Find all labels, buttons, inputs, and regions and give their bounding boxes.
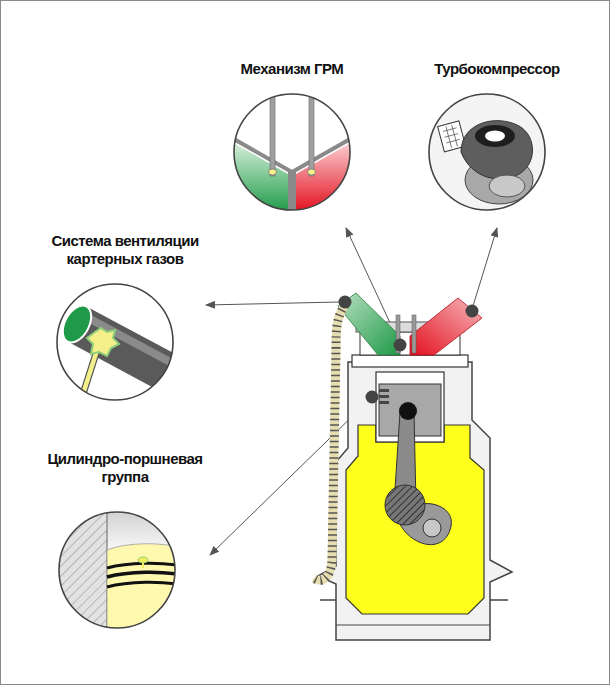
valve-stem (309, 92, 314, 176)
detail-art (55, 282, 185, 402)
circle-outline (234, 94, 350, 210)
piston-ring (107, 563, 182, 568)
deposit-drip (142, 563, 144, 568)
circle-outline (429, 94, 545, 210)
leader-arrow (473, 228, 497, 306)
magnified-view: Турбокомпрессор (412, 60, 582, 220)
pointer-dot (394, 339, 407, 352)
intake-port (338, 293, 400, 355)
piston-ring (379, 395, 389, 398)
turbo-background (427, 92, 547, 212)
magnified-view: Механизм ГРМ (212, 60, 372, 220)
valve-stem (270, 92, 275, 176)
turbine-scroll (461, 121, 533, 179)
detail-art (232, 92, 352, 212)
circle-outline (59, 512, 175, 628)
crank-pin (423, 519, 441, 537)
turbine-outlet (475, 125, 515, 147)
turbine-outlet-bore (485, 131, 505, 142)
engine-block (318, 362, 512, 640)
piston-ring (107, 572, 182, 577)
oil-pan-seam (336, 625, 490, 626)
detail-art (427, 92, 547, 212)
piston-ring (379, 401, 389, 404)
pointer-dot (466, 305, 479, 318)
block-rib (320, 599, 336, 601)
crankshaft (385, 485, 425, 525)
view-heading: Турбокомпрессор (412, 60, 582, 78)
circle-outline (57, 284, 173, 400)
block-rib (490, 599, 508, 601)
piston-ring (379, 389, 389, 392)
magnified-view: Цилиндро-поршневая группа (35, 450, 215, 635)
exhaust-port (410, 298, 482, 355)
magnifier-circle (57, 510, 177, 630)
magnifier-circle (427, 92, 547, 212)
pointer-dot (339, 296, 352, 309)
detail-art (57, 510, 182, 630)
view-heading: Цилиндро-поршневая группа (35, 450, 215, 486)
view-heading: Механизм ГРМ (212, 60, 372, 78)
deposit-spot (138, 557, 148, 563)
magnified-view: Система вентиляции картерных газов (35, 232, 215, 412)
flange-grid (442, 124, 461, 149)
piston-pin (399, 402, 417, 420)
deposit-spot (308, 169, 316, 175)
magnifier-circle (55, 282, 175, 402)
deposit-spot (269, 169, 277, 175)
magnifier-circle (232, 92, 352, 212)
pointer-dot (366, 391, 379, 404)
leader-arrow (206, 302, 339, 305)
piston-ring (107, 582, 182, 587)
cylinder-wall (57, 510, 107, 630)
piston-skirt (107, 544, 182, 630)
oil-deposit (87, 328, 119, 356)
breather-tube-hatch (314, 305, 345, 580)
view-heading: Система вентиляции картерных газов (35, 232, 215, 268)
vent-background (55, 282, 175, 402)
compressor-inlet (489, 175, 525, 197)
head-gasket (352, 355, 468, 367)
exhaust-valve (412, 315, 416, 353)
breather-tube (314, 305, 345, 580)
